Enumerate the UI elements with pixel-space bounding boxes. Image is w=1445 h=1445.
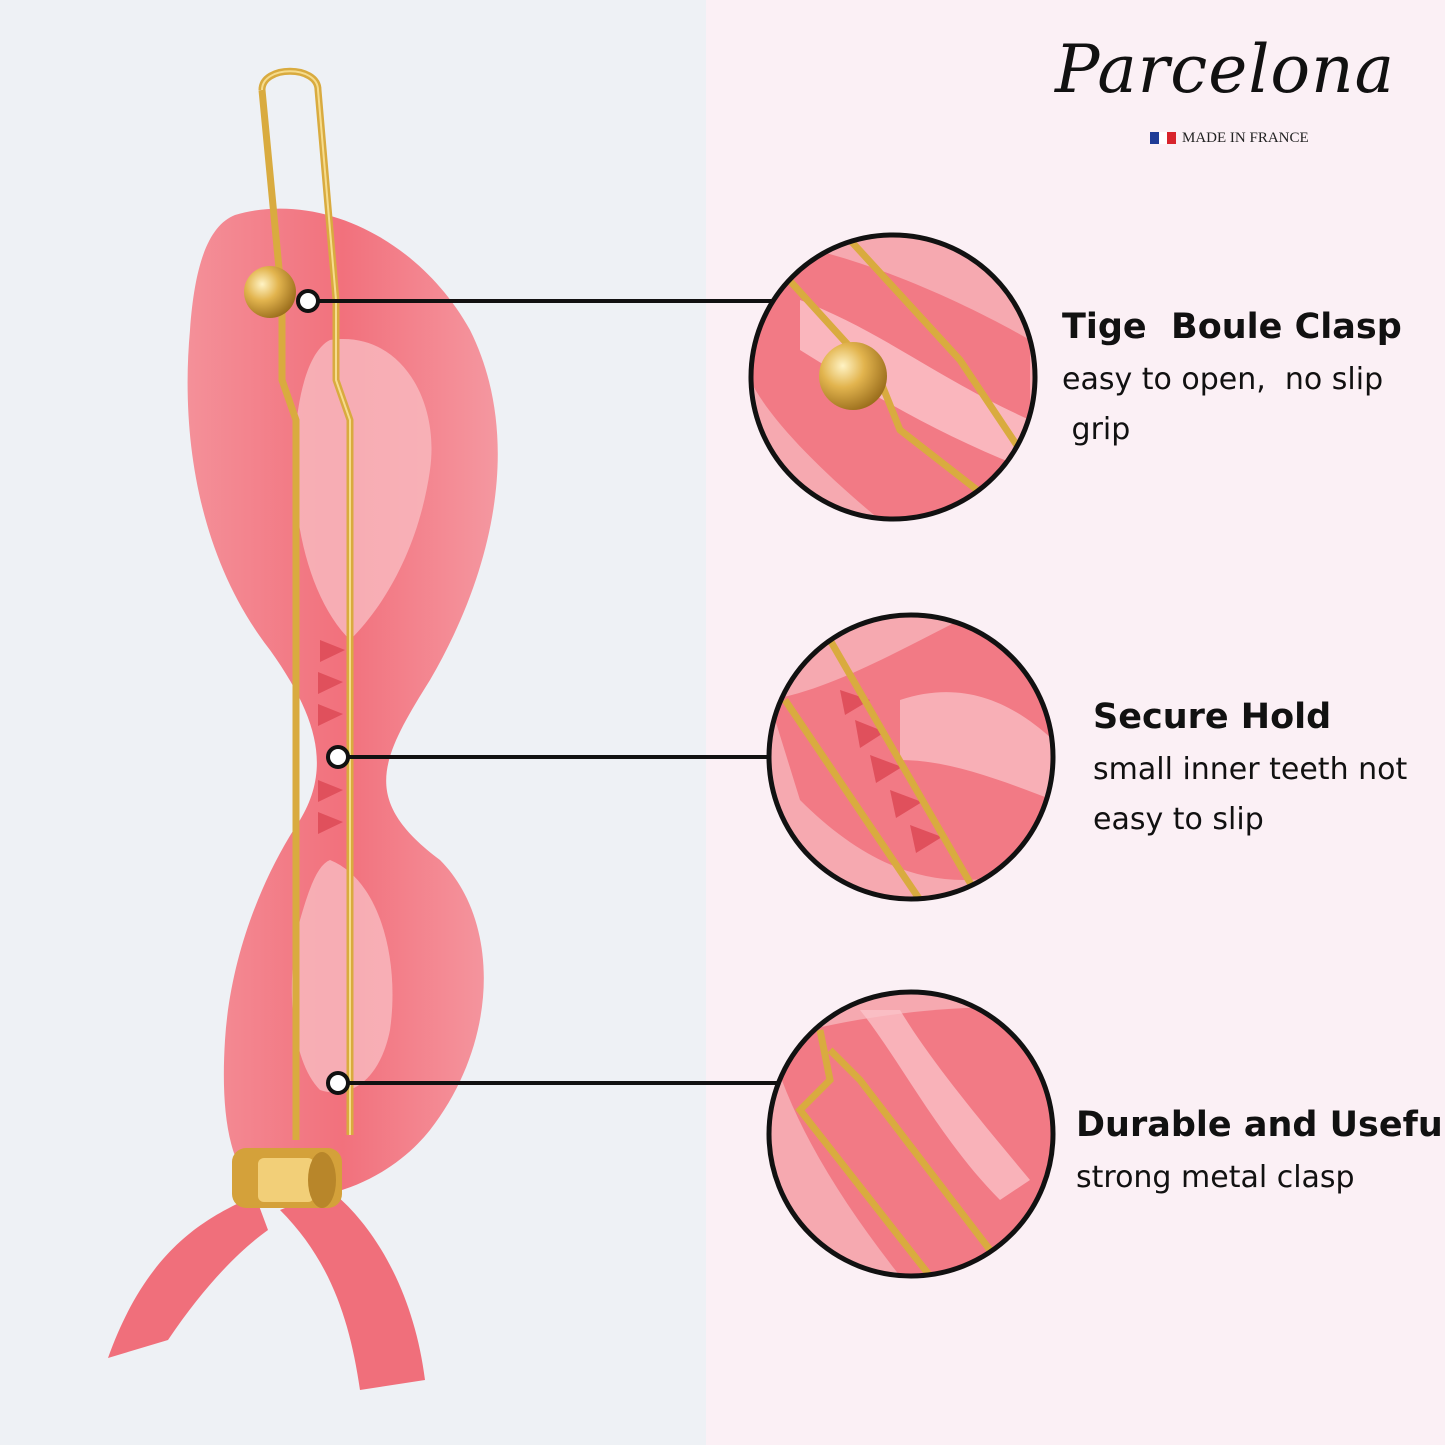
feature-description: easy to open, no slip grip bbox=[1062, 362, 1384, 447]
tige-boule-ball bbox=[244, 266, 296, 318]
zoom-circle-metal bbox=[766, 989, 1056, 1279]
brand-tagline: MADE IN FRANCE bbox=[1182, 129, 1309, 146]
ribbon-hole-top bbox=[294, 339, 432, 640]
feature-secure-hold: Secure Hold small inner teeth not easy t… bbox=[1093, 695, 1438, 845]
callout-dot-2 bbox=[326, 745, 350, 769]
made-in-france-tag: MADE IN FRANCE bbox=[1150, 128, 1309, 148]
ribbon-hole-bottom bbox=[291, 860, 393, 1093]
callout-dot-1 bbox=[296, 289, 320, 313]
zoom-circle-teeth bbox=[766, 612, 1056, 902]
ribbon-tail-right bbox=[280, 1190, 425, 1390]
france-flag-icon bbox=[1150, 132, 1177, 144]
inner-teeth bbox=[318, 640, 345, 834]
hair-clip bbox=[108, 67, 498, 1390]
callout-lines bbox=[296, 289, 780, 1095]
zoom-circle-clasp bbox=[748, 232, 1038, 522]
feature-title: Tige Boule Clasp bbox=[1062, 307, 1402, 347]
callout-dot-3 bbox=[326, 1071, 350, 1095]
ribbon-tail bbox=[108, 1195, 268, 1358]
feature-title: Secure Hold bbox=[1093, 697, 1332, 737]
feature-description: strong metal clasp bbox=[1076, 1160, 1355, 1195]
feature-title: Durable and Useful bbox=[1076, 1105, 1445, 1145]
feature-tige-boule-clasp: Tige Boule Clasp easy to open, no slip g… bbox=[1062, 305, 1432, 455]
feature-description: small inner teeth not easy to slip bbox=[1093, 752, 1408, 837]
feature-durable-useful: Durable and Useful strong metal clasp bbox=[1076, 1103, 1445, 1203]
brand-logo: Parcelona bbox=[1054, 31, 1396, 108]
